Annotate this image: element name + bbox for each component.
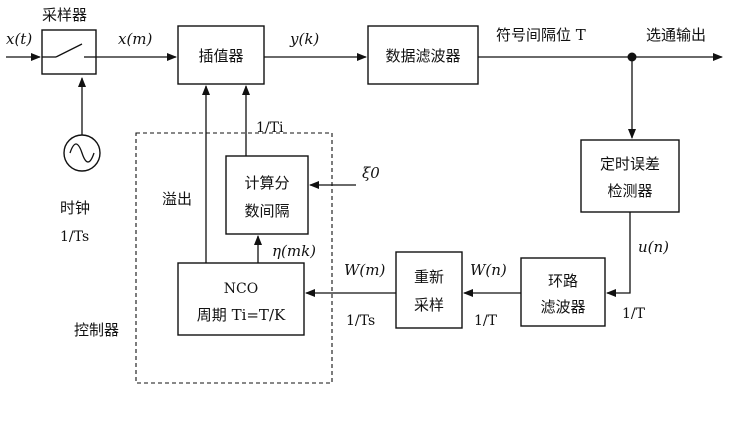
interpolator-label: 插值器 — [198, 47, 243, 65]
label-strobe-output: 选通输出 — [646, 26, 706, 44]
label-symbol-interval: 符号间隔位 T — [496, 26, 586, 44]
resample-label-1: 重新 — [414, 268, 444, 286]
data-filter-block — [367, 25, 479, 85]
loop-filter-block — [520, 257, 606, 327]
resample-label-2: 采样 — [414, 296, 444, 314]
label-xi0: ξ0 — [362, 164, 380, 182]
fractional-interval-block — [225, 155, 309, 235]
label-yk: y(k) — [289, 30, 319, 48]
resample-block — [395, 251, 463, 329]
clock-oscillator-icon — [63, 134, 101, 172]
label-rate-t-mid: 1/T — [474, 313, 498, 329]
sampler-switch — [41, 29, 97, 75]
data-filter-label: 数据滤波器 — [385, 47, 460, 65]
timing-error-detector-block — [580, 139, 680, 213]
label-overflow: 溢出 — [162, 190, 192, 208]
label-eta: η(mk) — [272, 242, 316, 260]
nco-block — [177, 262, 305, 336]
detector-label-2: 检测器 — [607, 182, 652, 200]
arrow-un — [606, 212, 631, 297]
clock-label: 时钟 — [60, 199, 90, 217]
loop-filter-label-1: 环路 — [548, 272, 578, 290]
controller-label: 控制器 — [74, 321, 119, 339]
interpolator-block — [177, 25, 265, 85]
sampler-label: 采样器 — [42, 6, 87, 24]
nco-label-2: 周期 Ti=T/K — [197, 306, 286, 324]
loop-filter-label-2: 滤波器 — [540, 298, 585, 316]
label-un: u(n) — [638, 238, 669, 256]
label-wm: W(m) — [344, 261, 385, 279]
label-xm: x(m) — [118, 30, 153, 48]
detector-label-1: 定时误差 — [600, 155, 660, 173]
label-rate-t-right: 1/T — [622, 306, 646, 322]
label-wn: W(n) — [470, 261, 507, 279]
calc-label-1: 计算分 — [244, 174, 289, 192]
calc-label-2: 数间隔 — [244, 202, 289, 220]
controller-frame — [135, 132, 333, 384]
label-rate-ts: 1/Ts — [346, 313, 375, 329]
label-input-xt: x(t) — [6, 30, 32, 48]
label-one-over-ti: 1/Ti — [256, 120, 284, 136]
nco-label-1: NCO — [224, 281, 258, 297]
clock-rate: 1/Ts — [60, 229, 89, 245]
